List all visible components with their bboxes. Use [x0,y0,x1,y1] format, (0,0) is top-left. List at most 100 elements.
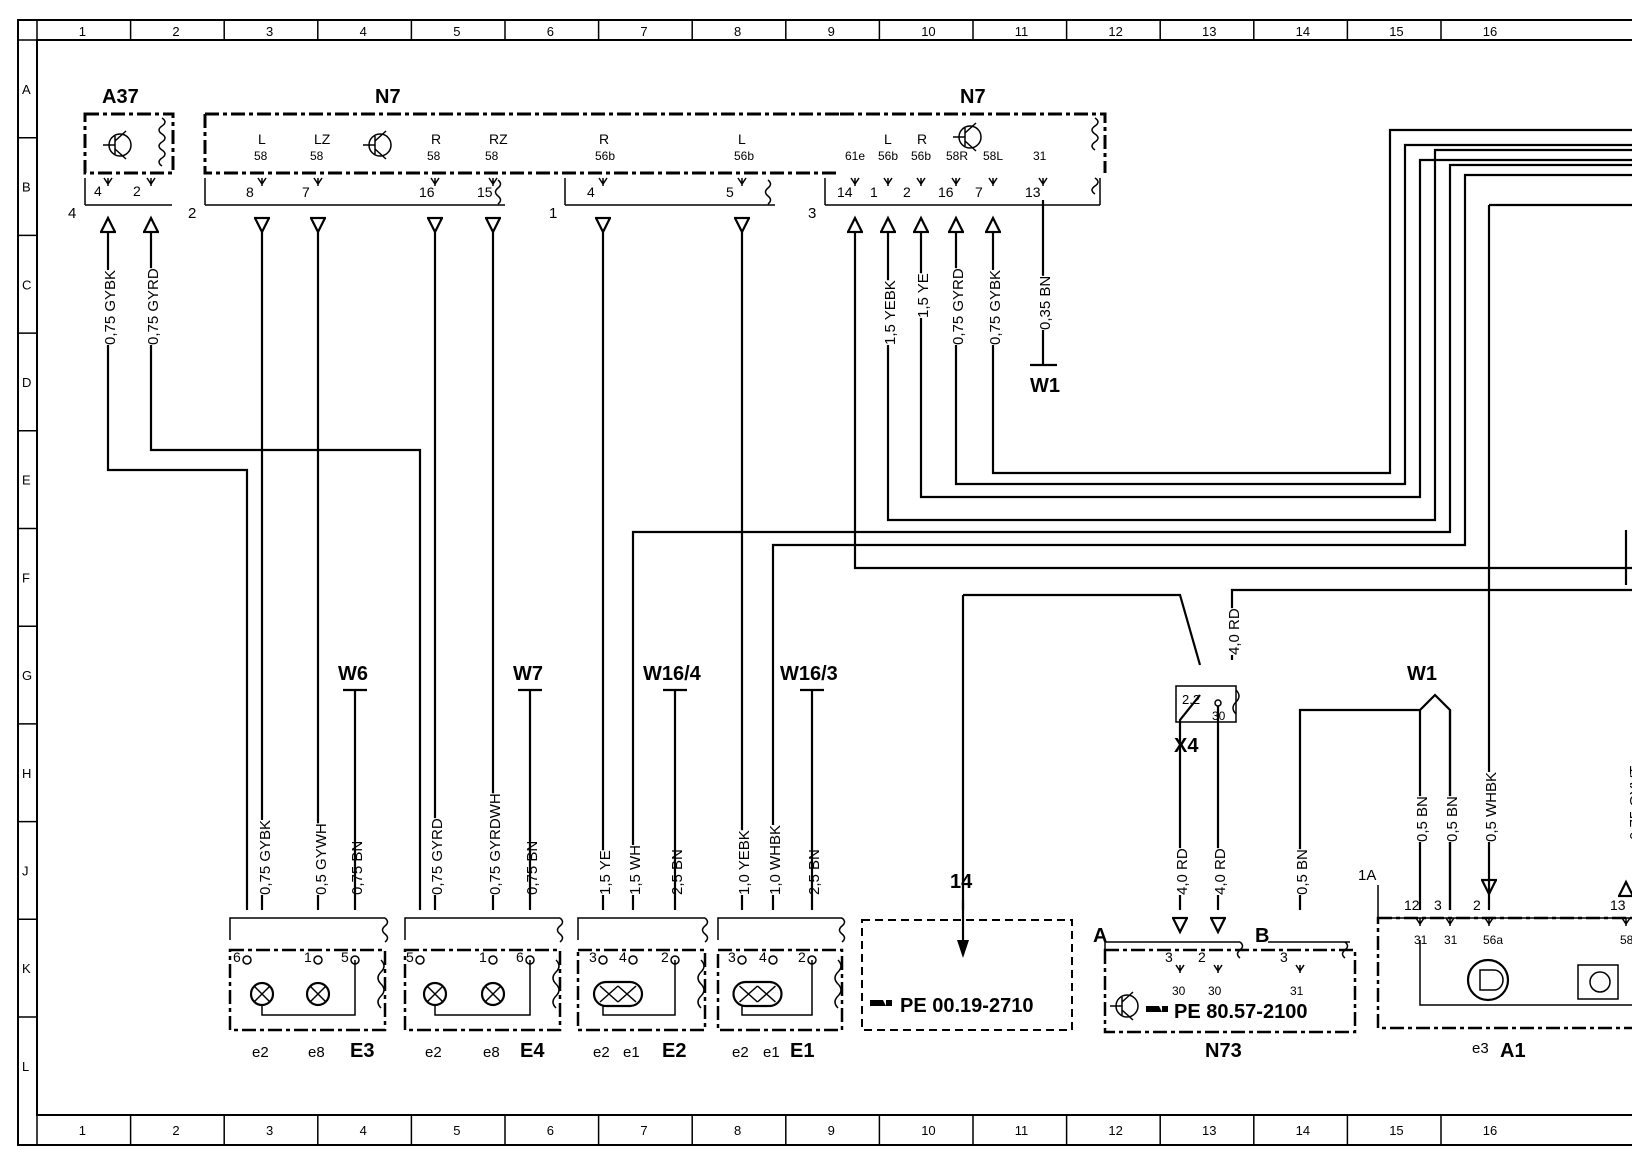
grid-column-label: 16 [1483,24,1497,39]
svg-text:3: 3 [1434,897,1442,913]
svg-text:5: 5 [341,949,349,965]
a37-group-label: 4 [68,205,76,222]
grid-column-label: 11 [1015,1123,1029,1138]
wire-label: 0,75 GYBK [102,270,119,345]
component-a1: 1A e3 A1 [1358,867,1632,1062]
wire-label: 0,75 GYVT [1627,766,1632,840]
svg-text:56a: 56a [1483,933,1503,947]
lamp-icon [249,981,275,1007]
a1-label: A1 [1500,1040,1526,1062]
n73-conn-a: A [1093,925,1107,947]
svg-text:E1: E1 [790,1040,814,1062]
grid-column-label: 2 [172,24,179,39]
svg-text:E3: E3 [350,1040,374,1062]
grid-row-label: A [22,82,31,97]
a1-pin: 2 56a [1473,878,1503,947]
wire-label: 0,5 WHBK [1483,772,1500,842]
wire-label: 0,5 BN [1444,796,1461,842]
component-n7-left: N7 2 1 [188,86,840,222]
grid-column-label: 3 [266,24,273,39]
grid-column-label: 4 [360,24,367,39]
wire-label: 4,0 RD [1174,848,1191,895]
grid-column-label: 15 [1389,24,1403,39]
svg-text:5: 5 [726,184,734,200]
transistor-icon [1577,964,1619,1000]
grid-row-label: H [22,766,31,781]
wire-label: 0,5 BN [1414,796,1431,842]
wire-label: 0,75 GYRD [950,268,967,345]
ground-w16-3: W16/3 [780,663,838,685]
grid-column-label: 7 [640,1123,647,1138]
svg-text:1: 1 [870,184,878,200]
lamp-icon [592,980,644,1008]
lamp-icon [422,981,448,1007]
wire-label: 0,75 GYBK [987,270,1004,345]
grid-column-label: 16 [1483,1123,1497,1138]
wire-label: 1,5 YE [597,850,614,895]
svg-text:2: 2 [1473,897,1481,913]
grid-column-label: 13 [1202,1123,1216,1138]
grid-row-label: G [22,668,32,683]
grid-column-label: 14 [1296,24,1310,39]
wire-label: 4,0 RD [1212,848,1229,895]
svg-text:R: R [917,131,927,147]
hand-pointer-icon [870,1000,892,1006]
svg-text:58: 58 [310,149,324,163]
wire-label: 1,5 YEBK [882,280,899,345]
grid-column-label: 2 [172,1123,179,1138]
svg-text:5: 5 [406,949,414,965]
grid-row-label: K [22,961,31,976]
n73-conn-b: B [1255,925,1269,947]
wire-label: 1,0 YEBK [736,830,753,895]
grid-column-label: 1 [79,1123,86,1138]
n73-ref: PE 80.57-2100 [1174,1001,1307,1023]
wire-label: 0,75 GYBK [257,820,274,895]
svg-text:58: 58 [427,149,441,163]
n73-label: N73 [1205,1040,1242,1062]
grid-column-label: 12 [1108,1123,1122,1138]
a1-pin: 1358l [1610,879,1632,947]
svg-text:6: 6 [233,949,241,965]
grid-column-label: 4 [360,1123,367,1138]
svg-text:RZ: RZ [489,131,508,147]
svg-text:58l: 58l [1620,933,1632,947]
n7-right-label: N7 [960,86,986,108]
svg-text:1: 1 [479,949,487,965]
wire-label: 1,0 WHBK [767,825,784,895]
n73-pin-a2: 2 [1198,949,1206,965]
ground-w1-right: W1 [1407,663,1437,685]
wire-label: 0,35 BN [1037,276,1054,330]
component-n7-right: N7 3 [808,86,1107,222]
grid-column-label: 12 [1108,24,1122,39]
svg-text:R: R [431,131,441,147]
svg-text:3: 3 [589,949,597,965]
lamp-icon [480,981,506,1007]
component-a37: A37 4 4 2 [68,86,175,222]
a37-pin4: 4 [94,183,102,199]
grid-column-label: 8 [734,24,741,39]
svg-text:1: 1 [304,949,312,965]
svg-text:3: 3 [728,949,736,965]
grid-row-label: C [22,277,31,292]
diagram-frame [17,19,1632,1146]
grid-column-label: 15 [1389,1123,1403,1138]
grid-column-label: 5 [453,24,460,39]
svg-text:4: 4 [587,184,595,200]
svg-text:16: 16 [938,184,954,200]
svg-text:56b: 56b [734,149,754,163]
transistor-icon [1110,991,1139,1021]
svg-text:L: L [258,131,266,147]
svg-text:61e: 61e [845,149,865,163]
a1-lamp-label: e3 [1472,1040,1489,1057]
svg-text:6: 6 [516,949,524,965]
svg-text:56b: 56b [595,149,615,163]
grid-column-label: 5 [453,1123,460,1138]
x4-label: X4 [1174,735,1199,757]
